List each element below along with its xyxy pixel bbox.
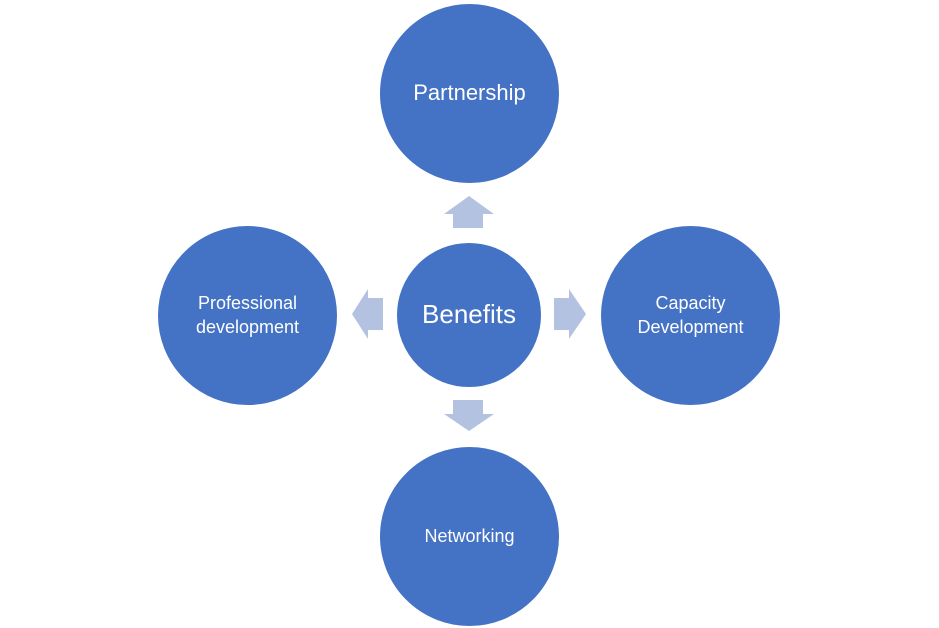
- arrow-down: [444, 400, 494, 431]
- node-professional-development: Professional development: [157, 225, 338, 406]
- node-capacity-development-label: Capacity Development: [637, 293, 744, 337]
- node-benefits-center: Benefits: [396, 242, 542, 388]
- node-networking: Networking: [379, 446, 560, 627]
- node-partnership-label: Partnership: [413, 80, 526, 106]
- arrow-right: [554, 289, 586, 339]
- node-capacity-development: Capacity Development: [600, 225, 781, 406]
- arrow-up: [444, 196, 494, 228]
- node-partnership: Partnership: [379, 3, 560, 184]
- node-professional-development-label: Professional development: [195, 293, 300, 337]
- node-benefits-label: Benefits: [422, 299, 516, 330]
- node-networking-label: Networking: [424, 525, 515, 546]
- arrow-left: [352, 289, 383, 339]
